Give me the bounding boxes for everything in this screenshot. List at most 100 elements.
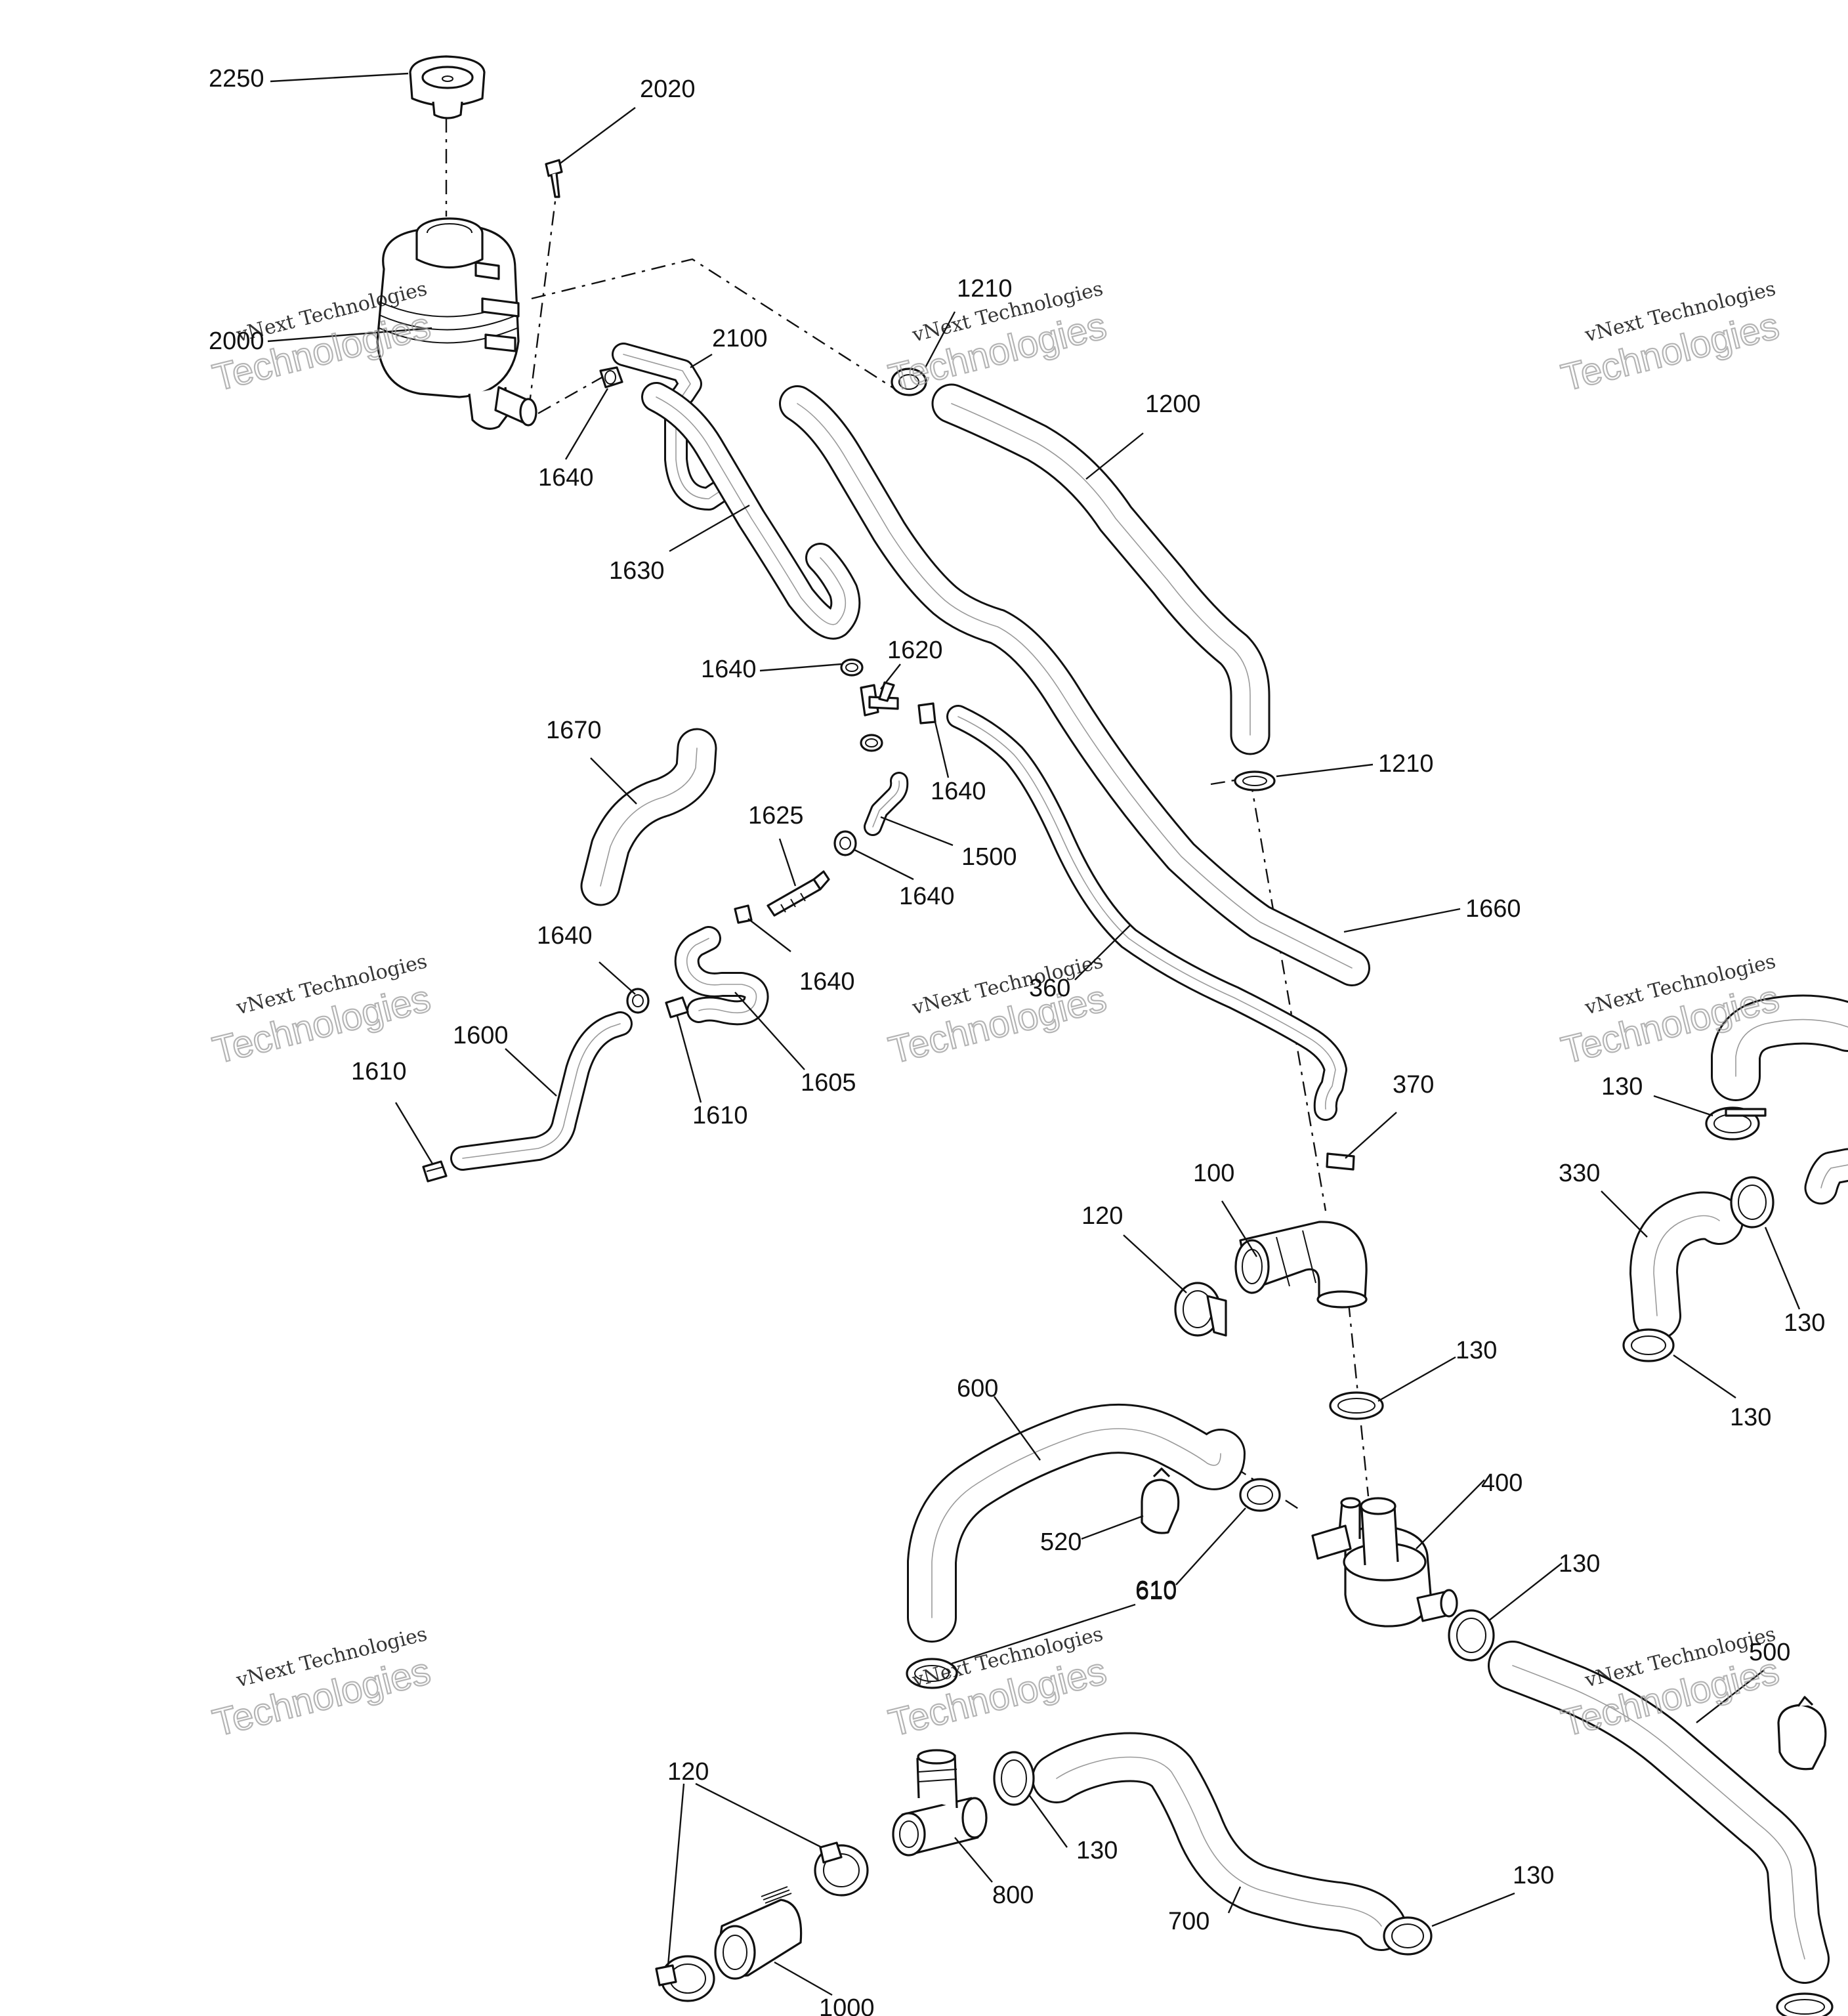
part-label-1630: 1630 (609, 557, 665, 585)
part-label-130: 130 (1730, 1404, 1771, 1431)
hose-330 (1629, 1191, 1744, 1340)
tee-fitting-800 (892, 1749, 988, 1857)
hose-clamp-1640-a (599, 366, 623, 388)
part-label-700: 700 (1168, 1908, 1209, 1935)
pressure-cap (409, 55, 486, 119)
part-label-1500: 1500 (961, 843, 1017, 871)
part-label-1200: 1200 (1145, 390, 1201, 418)
hose-elbow-right-highlight (1820, 1164, 1848, 1188)
hose-clamp-130-c (1730, 1176, 1774, 1228)
hose-2100-highlight (623, 354, 719, 499)
hose-2100 (612, 343, 730, 511)
part-label-100: 100 (1193, 1160, 1234, 1187)
hose-330-body (1631, 1193, 1742, 1338)
coupling-1000 (714, 1886, 803, 1980)
hose-1200-body (933, 385, 1269, 753)
part-label-2250: 2250 (209, 65, 264, 93)
hose-clamp-1640-c (917, 702, 936, 724)
hose-clamp-1640-b (840, 658, 864, 677)
part-label-610: 610 (1135, 1578, 1177, 1605)
check-valve-1625 (766, 870, 830, 917)
part-label-800: 800 (992, 1881, 1034, 1909)
t-fitting-1620 (860, 681, 899, 717)
part-label-1670: 1670 (546, 717, 602, 744)
hose-clamp-130-f (993, 1751, 1035, 1806)
hose-clamp-130-e (1448, 1609, 1495, 1662)
part-label-2100: 2100 (712, 325, 768, 352)
part-label-1640: 1640 (799, 968, 855, 996)
hose-clamp-610-b (906, 1658, 958, 1689)
hose-clamp-1640-e (833, 830, 857, 856)
hose-500 (1488, 1641, 1830, 1984)
part-label-1210: 1210 (957, 275, 1013, 303)
hose-1660-highlight (797, 403, 1353, 969)
hose-1200-outline (931, 383, 1270, 755)
hose-clamp-1210-bottom (1234, 770, 1276, 791)
hose-clamp-610-a (1239, 1478, 1281, 1512)
part-label-500: 500 (1749, 1639, 1790, 1666)
part-label-360: 360 (1029, 975, 1070, 1002)
hose-clamp-1210-top (891, 368, 927, 396)
hose-elbow-right (1804, 1148, 1848, 1205)
hose-clamp-120-left (655, 1955, 715, 2002)
parts (376, 55, 1834, 2016)
hose-330-highlight (1653, 1215, 1720, 1316)
hose-1630-highlight (656, 396, 847, 625)
hose-clamp-120-right (814, 1841, 869, 1897)
hose-clamp-1640-f (734, 904, 753, 924)
hose-clamp-130-h (1776, 1992, 1834, 2016)
hose-top-right (1711, 994, 1848, 1101)
hose-clamp-130-d (1622, 1328, 1675, 1362)
thermostat-housing-400 (1311, 1497, 1458, 1628)
part-label-130: 130 (1076, 1837, 1118, 1864)
hoses (450, 343, 1848, 1984)
hose-1200 (931, 383, 1270, 755)
hose-1600-highlight (462, 1023, 621, 1159)
part-label-520: 520 (1040, 1528, 1082, 1556)
hose-1605-body (676, 928, 767, 1024)
part-label-1605: 1605 (801, 1069, 856, 1097)
hose-600-highlight (931, 1428, 1221, 1618)
part-label-120: 120 (1082, 1202, 1123, 1230)
hose-500-highlight (1512, 1665, 1805, 1960)
hose-600 (907, 1404, 1246, 1643)
part-label-120: 120 (667, 1758, 709, 1786)
part-label-1620: 1620 (887, 637, 943, 664)
hose-360 (946, 705, 1347, 1121)
part-label-400: 400 (1481, 1469, 1522, 1497)
hose-1500 (864, 772, 909, 836)
hose-clamp-130-b (1705, 1106, 1767, 1141)
hose-1670-body (582, 730, 715, 904)
part-label-600: 600 (957, 1375, 998, 1402)
part-label-130: 130 (1559, 1550, 1600, 1578)
part-label-1640: 1640 (931, 778, 986, 805)
part-label-130: 130 (1601, 1073, 1643, 1101)
hose-1500-highlight (872, 780, 900, 828)
hose-1670 (580, 728, 717, 906)
expansion-tank (376, 217, 537, 430)
part-label-330: 330 (1559, 1160, 1600, 1187)
hose-1630 (641, 382, 861, 640)
plug-370 (1326, 1152, 1355, 1171)
hose-clamp-1640-g (626, 988, 650, 1014)
part-label-1640: 1640 (538, 464, 594, 492)
hose-top-right-highlight (1735, 1018, 1848, 1077)
part-label-1000: 1000 (819, 1994, 875, 2016)
hose-1605 (674, 926, 769, 1026)
hose-clamp-130-a (1329, 1391, 1384, 1420)
spring-clamp-520 (1141, 1467, 1180, 1534)
part-label-1210: 1210 (1378, 750, 1434, 778)
hose-clamp-120-top (1174, 1282, 1227, 1337)
hose-360-highlight (957, 716, 1336, 1110)
part-label-1610: 1610 (692, 1102, 748, 1129)
part-label-1610: 1610 (351, 1058, 407, 1085)
part-label-1640: 1640 (537, 922, 593, 950)
hose-1200-highlight (951, 403, 1251, 736)
spring-clamp-500 (1777, 1696, 1827, 1771)
